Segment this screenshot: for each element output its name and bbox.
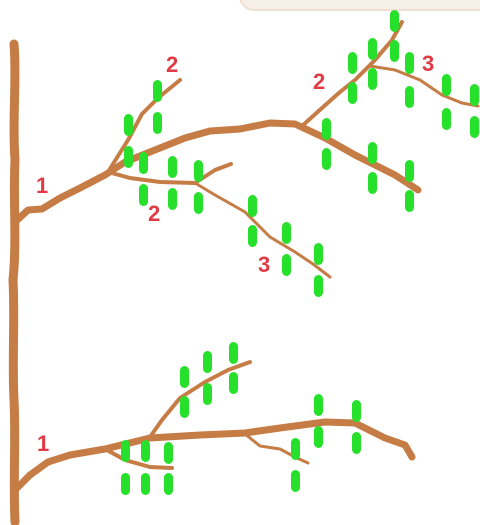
leaf (314, 275, 323, 297)
leaf (203, 351, 212, 373)
leaf (291, 470, 300, 492)
leaf (248, 225, 257, 247)
leaf (368, 172, 377, 194)
leaf (124, 146, 133, 168)
label-top-left-secondary: 2 (166, 52, 178, 77)
leaf (282, 222, 291, 244)
leaf (314, 394, 323, 416)
leaf (229, 342, 238, 364)
leaf (322, 118, 331, 140)
leaf (164, 473, 173, 495)
leaf (368, 68, 377, 90)
label-top-right-secondary: 2 (313, 69, 325, 94)
leaf (390, 40, 399, 62)
leaf (139, 152, 148, 174)
label-bottom-primary: 1 (37, 431, 49, 456)
leaf (248, 195, 257, 217)
leaf (368, 142, 377, 164)
leaf (405, 52, 414, 74)
leaf (470, 84, 479, 106)
label-top-right-tertiary: 3 (422, 51, 434, 76)
label-top-lower-secondary: 2 (148, 201, 160, 226)
leaf (348, 82, 357, 104)
leaf (442, 108, 451, 130)
leaf (180, 366, 189, 388)
leaf (405, 190, 414, 212)
leaf (470, 116, 479, 138)
leaf (368, 38, 377, 60)
leaf (121, 473, 130, 495)
leaf (121, 440, 130, 462)
bottom-lower-secondary-branch (105, 449, 172, 468)
leaf (203, 383, 212, 405)
leaf (194, 192, 203, 214)
leaf (194, 160, 203, 182)
main-trunk (13, 44, 15, 522)
leaf (390, 10, 399, 32)
bottom-primary-branch (15, 422, 412, 490)
leaf (229, 372, 238, 394)
leaf (314, 243, 323, 265)
leaf (139, 184, 148, 206)
leaf (180, 396, 189, 418)
leaf (291, 438, 300, 460)
leaf (153, 80, 162, 102)
leaf (141, 440, 150, 462)
label-top-lower-tertiary: 3 (258, 252, 270, 277)
leaf (352, 400, 361, 422)
leaf (282, 254, 291, 276)
leaf (168, 156, 177, 178)
leaf (153, 112, 162, 134)
leaf (322, 148, 331, 170)
label-top-primary: 1 (36, 173, 48, 198)
leaf (405, 86, 414, 108)
leaf (141, 473, 150, 495)
leaf (168, 188, 177, 210)
leaf (405, 160, 414, 182)
leaf (164, 442, 173, 464)
top-primary-branch (15, 123, 418, 222)
panel-corner (240, 0, 480, 10)
leaf (314, 426, 323, 448)
leaf (442, 74, 451, 96)
leaf (348, 52, 357, 74)
leaf (124, 114, 133, 136)
leaf (352, 432, 361, 454)
